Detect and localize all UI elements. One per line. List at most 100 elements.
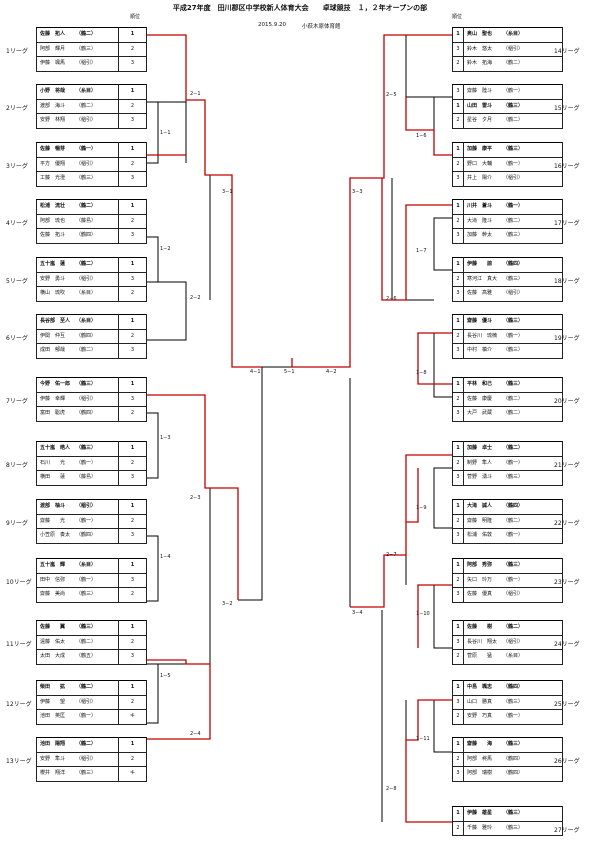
player-team: （鶴二） [503, 60, 524, 67]
player-team: （藤島） [76, 217, 97, 224]
league-label: 13リーグ [6, 758, 32, 765]
player-name: 寒河江 真大 [467, 275, 498, 282]
player-team: （鶴一） [503, 713, 524, 720]
player-name: 齋藤 優斗 [467, 318, 493, 325]
player-name: 伊藤 雄星 [467, 810, 493, 817]
player-name: 松浦 佑敦 [467, 532, 493, 539]
player-name: 太田 大成 [40, 653, 66, 660]
player-team: （糸目） [76, 290, 97, 297]
player-team: （稲引） [503, 175, 524, 182]
player-rank: 1 [118, 680, 147, 696]
player-team: （鶴二） [76, 347, 97, 354]
player-team: （鶴三） [503, 347, 524, 354]
player-row: 齋藤 美尚（鶴三）2 [36, 587, 147, 603]
player-rank: 1 [118, 257, 147, 273]
player-team: （稲引） [503, 638, 524, 645]
player-rank: 2 [452, 709, 464, 725]
match-label: 1−2 [160, 246, 171, 252]
league-label: 1リーグ [6, 48, 28, 55]
player-rank: 1 [118, 558, 147, 574]
player-rank: 2 [452, 213, 464, 229]
match-label: 2−8 [386, 786, 397, 792]
player-team: （鶴二） [503, 395, 524, 402]
match-label: 3−4 [352, 610, 363, 616]
match-label: 1−6 [416, 133, 427, 139]
player-name: 阿部 柊馬 [467, 755, 493, 762]
player-team: （鶴一） [76, 146, 97, 153]
league-label: 7リーグ [6, 398, 28, 405]
player-rank: 1 [452, 199, 464, 215]
player-team: （稲引） [76, 698, 97, 705]
player-rank: 3 [118, 271, 147, 287]
league-label: 25リーグ [554, 701, 580, 708]
player-rank: 2 [118, 694, 147, 710]
player-rank: 1 [118, 314, 147, 330]
player-rank: 3 [118, 343, 147, 359]
league-label: 11リーグ [6, 641, 32, 648]
player-name: 今野 佑一郎 [40, 381, 71, 388]
player-rank: 2 [118, 213, 147, 229]
player-team: （鶴四） [503, 755, 524, 762]
player-name: 加藤 康平 [467, 146, 493, 153]
player-row: 今野 佑一郎（鶴三）1 [36, 377, 147, 393]
player-row: 小野 将哉（糸目）1 [36, 84, 147, 100]
player-name: 阿部 秀弥 [467, 562, 493, 569]
player-name: 田中 信弥 [40, 576, 66, 583]
league-label: 23リーグ [554, 579, 580, 586]
player-name: 伊藤 諒 [467, 261, 493, 268]
player-name: 安野 林翔 [40, 117, 66, 124]
player-name: 佐藤 優真 [467, 591, 493, 598]
player-team: （糸目） [76, 318, 97, 325]
player-rank: 2 [118, 41, 147, 57]
match-label: 4−1 [250, 369, 261, 375]
player-rank: 2 [452, 513, 464, 529]
player-name: 中村 槙介 [467, 347, 493, 354]
player-name: 加藤 幹太 [467, 232, 493, 239]
player-name: 池田 陽翔 [40, 741, 66, 748]
player-row: 成田 郁哉（鶴二）3 [36, 343, 147, 359]
player-rank: 3 [452, 634, 464, 650]
player-name: 長谷川 琉楠 [467, 332, 498, 339]
player-rank: 1 [452, 257, 464, 273]
player-rank: 3 [452, 470, 464, 486]
player-rank: 2 [452, 751, 464, 767]
player-team: （鶴三） [76, 45, 97, 52]
match-label: 3−2 [222, 601, 233, 607]
player-row: 佐藤 拓斗（鶴四）3 [36, 228, 147, 244]
player-name: 安野 隼斗 [40, 755, 66, 762]
player-row: 伊藤 望（稲引）2 [36, 694, 147, 710]
player-row: 伊藤 幸輝（稲引）3 [36, 391, 147, 407]
player-rank: 1 [452, 142, 464, 158]
league-label: 10リーグ [6, 579, 32, 586]
player-rank: 1 [118, 377, 147, 393]
player-team: （鶴二） [76, 102, 97, 109]
player-name: 安野 勇斗 [40, 275, 66, 282]
player-rank: 2 [452, 156, 464, 172]
player-name: 山口 勝真 [467, 698, 493, 705]
player-rank: 3 [118, 228, 147, 244]
league-label: 27リーグ [554, 827, 580, 834]
player-name: 大滝 隆斗 [467, 217, 493, 224]
player-name: 平方 優翔 [40, 160, 66, 167]
match-label: 3−3 [352, 189, 363, 195]
match-label: 1−5 [160, 673, 171, 679]
league-label: 5リーグ [6, 278, 28, 285]
player-rank: 2 [118, 406, 147, 422]
player-row: 伊関 仲互（鶴四）2 [36, 328, 147, 344]
player-row: 伊藤 颯馬（稲引）3 [36, 56, 147, 72]
